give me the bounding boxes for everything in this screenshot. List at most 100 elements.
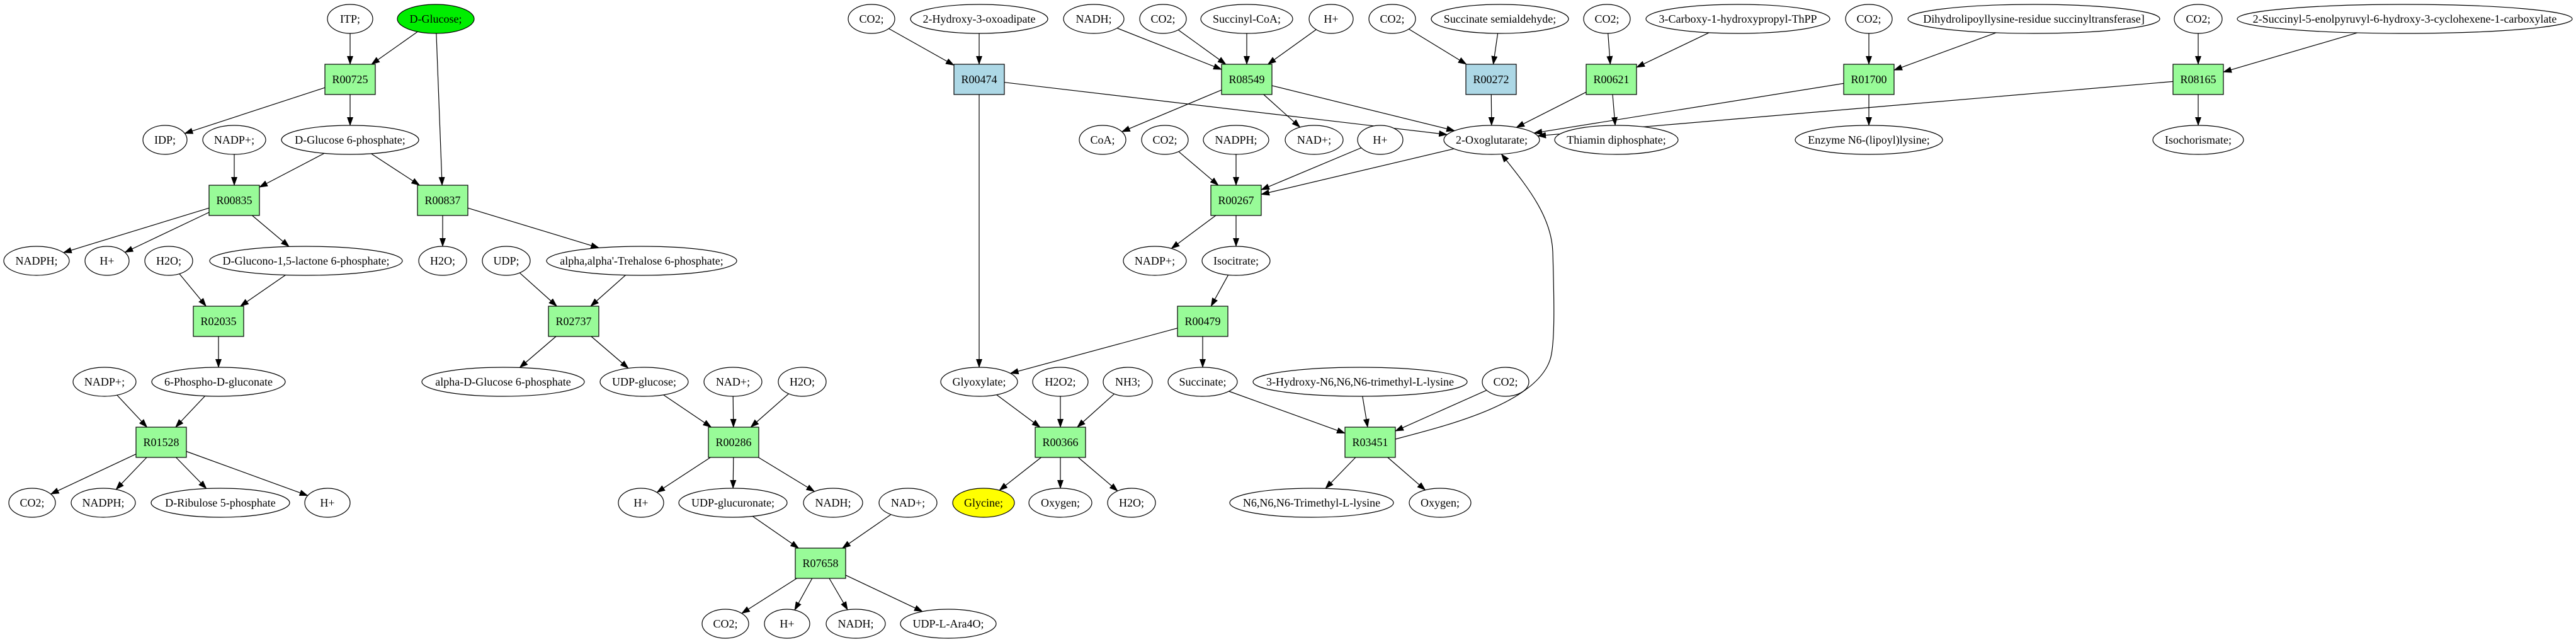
compound-node-h-1[interactable]: H+ (84, 246, 130, 276)
reaction-node-r00366[interactable]: R00366 (1035, 427, 1086, 458)
compound-node-co2-8[interactable]: CO2; (2174, 4, 2223, 34)
compound-node-co2-3[interactable]: CO2; (848, 4, 895, 34)
compound-node-co2-5[interactable]: CO2; (1368, 4, 1416, 34)
reaction-node-r08549[interactable]: R08549 (1221, 64, 1273, 95)
reaction-label: R07658 (802, 557, 838, 570)
compound-node-isochorismate[interactable]: Isochorismate; (2152, 125, 2244, 155)
reaction-box (953, 64, 1005, 95)
compound-node-glucono[interactable]: D-Glucono-1,5-lactone 6-phosphate; (209, 246, 403, 276)
compound-node-nadph-3[interactable]: NADPH; (1203, 125, 1269, 155)
compound-node-h-6[interactable]: H+ (1357, 125, 1404, 155)
compound-node-nadp-2[interactable]: NADP+; (72, 367, 137, 397)
edge-c_co2_10-to-r_R03451 (1395, 389, 1487, 432)
compound-node-nadh-1[interactable]: NADH; (803, 488, 863, 518)
compound-node-udpglca[interactable]: UDP-glucuronate; (678, 488, 788, 518)
reaction-label: R00286 (715, 436, 751, 449)
compound-node-ag6p[interactable]: alpha-D-Glucose 6-phosphate (421, 367, 585, 397)
compound-node-nadph-1[interactable]: NADPH; (3, 246, 70, 276)
compound-label: Succinate; (1179, 375, 1227, 388)
compound-node-dihydrolipoyl[interactable]: Dihydrolipoyllysine-residue succinyltran… (1907, 4, 2160, 34)
compound-node-enzlipoyl[interactable]: Enzyme N6-(lipoyl)lysine; (1795, 125, 1943, 155)
compound-node-carboxythpp[interactable]: 3-Carboxy-1-hydroxypropyl-ThPP (1645, 4, 1830, 34)
compound-node-nh3[interactable]: NH3; (1103, 367, 1153, 397)
reaction-node-r00272[interactable]: R00272 (1465, 64, 1517, 95)
compound-node-h2o-2[interactable]: H2O; (418, 246, 467, 276)
compound-node-g6p[interactable]: D-Glucose 6-phosphate; (281, 125, 419, 155)
compound-node-isocitrate[interactable]: Isocitrate; (1201, 246, 1271, 276)
compound-node-glycine[interactable]: Glycine; (952, 488, 1015, 518)
reaction-node-r00474[interactable]: R00474 (953, 64, 1005, 95)
reaction-node-r00837[interactable]: R00837 (417, 185, 468, 216)
compound-node-6pg[interactable]: 6-Phospho-D-gluconate (151, 367, 286, 397)
compound-node-co2-2[interactable]: CO2; (701, 609, 749, 639)
compound-node-succinate[interactable]: Succinate; (1167, 367, 1238, 397)
compound-node-nad-3[interactable]: NAD+; (1285, 125, 1344, 155)
compound-node-h2o2[interactable]: H2O2; (1032, 367, 1089, 397)
edge-line (1261, 147, 1362, 190)
compound-node-succoa[interactable]: Succinyl-CoA; (1200, 4, 1293, 34)
reaction-node-r00286[interactable]: R00286 (708, 427, 759, 458)
reaction-node-r00621[interactable]: R00621 (1586, 64, 1637, 95)
compound-node-nadph-2[interactable]: NADPH; (71, 488, 136, 518)
compound-node-hoxoadipate[interactable]: 2-Hydroxy-3-oxoadipate (910, 4, 1048, 34)
compound-node-nadh-2[interactable]: NADH; (826, 609, 886, 639)
compound-node-nadh-3[interactable]: NADH; (1063, 4, 1125, 34)
compound-node-ru5p[interactable]: D-Ribulose 5-phosphate (150, 488, 290, 518)
edge-r_R00835-to-c_nadph_1 (62, 207, 210, 253)
reaction-node-r03451[interactable]: R03451 (1344, 427, 1396, 458)
compound-node-2og[interactable]: 2-Oxoglutarate; (1443, 125, 1540, 155)
compound-node-h-3[interactable]: H+ (618, 488, 664, 518)
reaction-node-r02035[interactable]: R02035 (193, 306, 244, 337)
compound-node-h-4[interactable]: H+ (764, 609, 810, 639)
edge-line (752, 515, 800, 549)
compound-node-co2-7[interactable]: CO2; (1845, 4, 1893, 34)
reaction-node-r00835[interactable]: R00835 (208, 185, 260, 216)
compound-node-coa[interactable]: CoA; (1079, 125, 1126, 155)
compound-node-ssa[interactable]: Succinate semialdehyde; (1431, 4, 1569, 34)
compound-node-co2-1[interactable]: CO2; (8, 488, 56, 518)
reaction-node-r00479[interactable]: R00479 (1177, 306, 1228, 337)
compound-ellipse (1583, 4, 1631, 34)
compound-node-h-2[interactable]: H+ (304, 488, 351, 518)
compound-node-h2o-3[interactable]: H2O; (778, 367, 827, 397)
compound-node-h-5[interactable]: H+ (1308, 4, 1354, 34)
compound-node-itp[interactable]: ITP; (327, 4, 373, 34)
reaction-node-r00267[interactable]: R00267 (1210, 185, 1262, 216)
compound-label: CoA; (1090, 134, 1115, 146)
compound-node-tml[interactable]: N6,N6,N6-Trimethyl-L-lysine (1229, 488, 1394, 518)
reaction-node-r00725[interactable]: R00725 (324, 64, 376, 95)
compound-node-thiamin[interactable]: Thiamin diphosphate; (1554, 125, 1679, 155)
compound-node-co2-6[interactable]: CO2; (1583, 4, 1631, 34)
reaction-node-r01528[interactable]: R01528 (135, 427, 187, 458)
reaction-label: R00837 (424, 194, 460, 207)
compound-node-glyoxylate[interactable]: Glyoxylate; (940, 367, 1018, 397)
compound-node-udp[interactable]: UDP; (482, 246, 531, 276)
compound-node-idp[interactable]: IDP; (142, 125, 188, 155)
compound-node-udplara4o[interactable]: UDP-L-Ara4O; (900, 609, 997, 639)
compound-node-co2-10[interactable]: CO2; (1482, 367, 1529, 397)
compound-node-nad-2[interactable]: NAD+; (878, 488, 938, 518)
reaction-node-r02737[interactable]: R02737 (548, 306, 599, 337)
compound-ellipse (1103, 367, 1153, 397)
compound-node-co2-9[interactable]: CO2; (1141, 125, 1189, 155)
compound-node-oxygen-2[interactable]: Oxygen; (1409, 488, 1472, 518)
compound-node-dglucose[interactable]: D-Glucose; (397, 4, 475, 34)
compound-label: H2O; (156, 255, 181, 267)
compound-node-trehalose6p[interactable]: alpha,alpha'-Trehalose 6-phosphate; (546, 246, 737, 276)
compound-node-oxygen-1[interactable]: Oxygen; (1028, 488, 1092, 518)
reaction-node-r08165[interactable]: R08165 (2172, 64, 2224, 95)
edge-r_R00366-to-c_h2o_4 (1077, 457, 1118, 491)
compound-node-nadp-3[interactable]: NADP+; (1123, 246, 1187, 276)
compound-node-co2-4[interactable]: CO2; (1139, 4, 1187, 34)
compound-node-nadp-1[interactable]: NADP+; (202, 125, 266, 155)
compound-node-udpglucose[interactable]: UDP-glucose; (599, 367, 689, 397)
compound-node-hydroxytml[interactable]: 3-Hydroxy-N6,N6,N6-trimethyl-L-lysine (1252, 367, 1468, 397)
compound-node-h2o-4[interactable]: H2O; (1107, 488, 1156, 518)
reaction-node-r01700[interactable]: R01700 (1843, 64, 1895, 95)
reaction-label: R00621 (1593, 73, 1629, 86)
edge-line (2223, 32, 2358, 73)
compound-node-nad-1[interactable]: NAD+; (703, 367, 763, 397)
compound-node-h2o-1[interactable]: H2O; (144, 246, 193, 276)
reaction-node-r07658[interactable]: R07658 (795, 547, 846, 579)
compound-node-sephchc[interactable]: 2-Succinyl-5-enolpyruvyl-6-hydroxy-3-cyc… (2237, 4, 2573, 34)
